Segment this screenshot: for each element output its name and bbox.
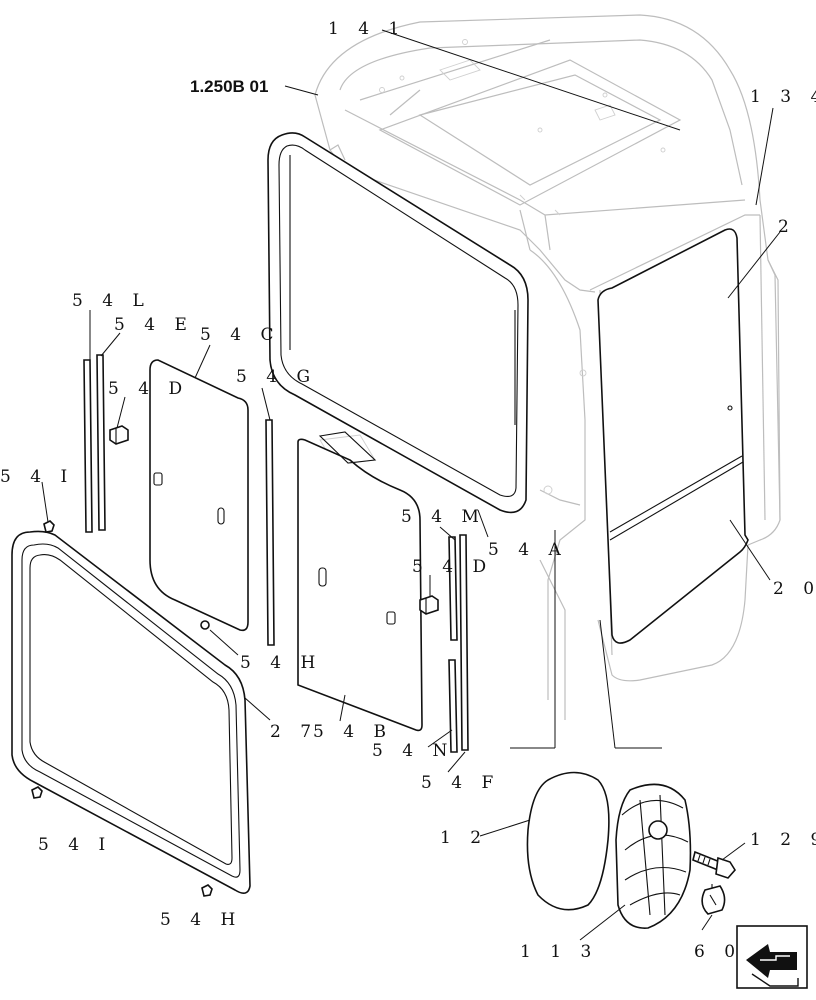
callout-54n: 5 4 N [372,741,454,761]
fasteners [31,520,213,897]
side-glass-54c [149,359,249,632]
sliding-glass-54b [297,431,423,732]
door-glass [597,228,749,644]
callout-54l: 5 4 L [72,291,151,311]
callout-54g: 5 4 G [236,367,317,387]
seal-strips-left [83,354,106,533]
clip-60 [701,884,726,915]
callout-54h-mid: 5 4 H [240,653,322,673]
bolt-129 [692,850,736,879]
cover-12 [526,771,610,911]
callout-129: 1 2 9 [750,830,816,850]
callout-54f: 5 4 F [421,773,500,793]
callout-12: 1 2 [440,828,488,848]
callout-54a: 5 4 A [488,540,568,560]
callout-134: 1 3 4 [750,87,816,107]
callout-labels: 1 4 1 1.250B 01 1 3 4 2 5 4 L 5 4 E 5 4 … [0,19,816,962]
callout-54h-bottom: 5 4 H [160,910,242,930]
arrow-icon[interactable] [736,925,808,989]
callout-54b: 5 4 B [313,722,393,742]
callout-20: 2 0 [773,579,816,599]
windshield [267,132,529,514]
callout-54i-top: 5 4 I [0,467,74,487]
callout-141: 1 4 1 [328,19,406,39]
callout-54d-left: 5 4 D [108,379,189,399]
seal-strips-right [448,534,469,753]
reference-code: 1.250B 01 [190,77,268,96]
seal-strip-54g [265,419,275,646]
callout-27: 2 7 [270,722,318,742]
callout-54m: 5 4 M [401,507,486,527]
callout-54d-right: 5 4 D [412,557,493,577]
callout-54e: 5 4 E [114,315,194,335]
rear-glass-27 [11,530,251,894]
callout-54c: 5 4 C [200,325,280,345]
callout-60: 6 0 [694,942,742,962]
clip-54d-left [109,425,129,445]
callout-2: 2 [778,217,796,237]
detail-cutline [510,530,662,749]
callout-113: 1 1 3 [520,942,598,962]
clip-54d-right [419,595,439,615]
handle-113 [615,783,692,929]
cab-outline [314,14,781,720]
callout-54i-bottom: 5 4 I [38,835,112,855]
leader-lines [41,29,781,941]
